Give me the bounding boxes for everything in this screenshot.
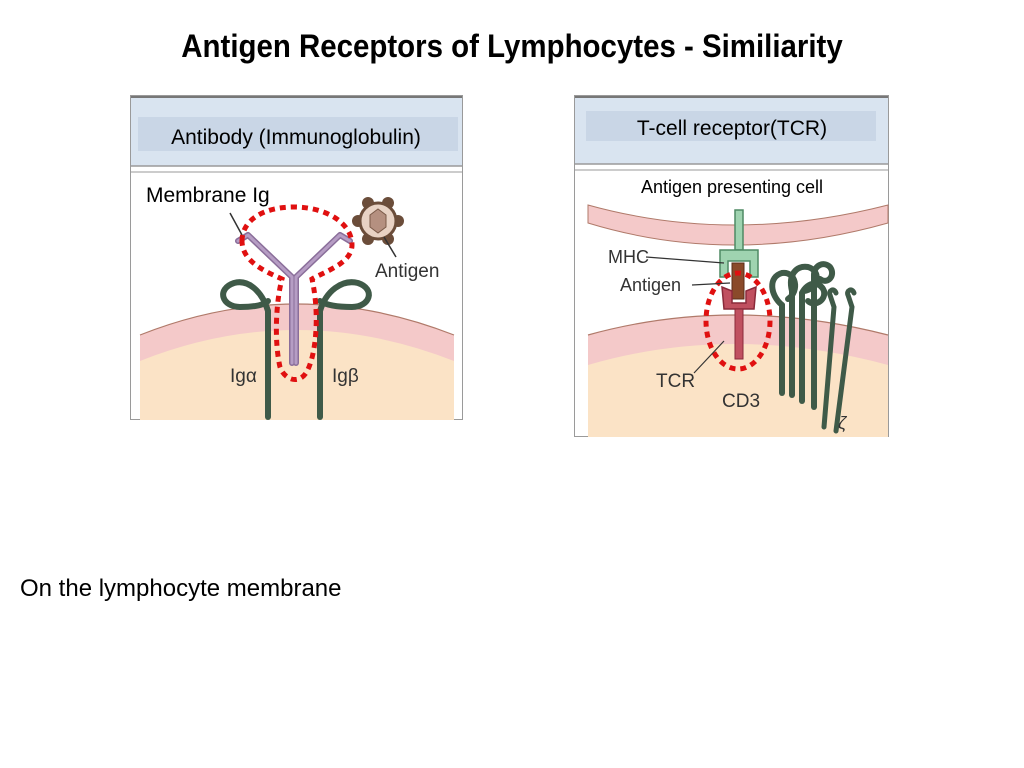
antigen-peptide (731, 262, 745, 300)
highlight-dashed-outline (703, 270, 773, 372)
ig-alpha-chain (220, 279, 271, 420)
mhc-label: MHC (608, 247, 649, 267)
slide-title: Antigen Receptors of Lymphocytes - Simil… (181, 28, 843, 64)
antibody-diagram: Antibody (Immunoglobulin) (130, 95, 463, 420)
antigen-label: Antigen (620, 275, 681, 295)
tcr-header: T-cell receptor(TCR) (637, 117, 827, 140)
apc-label: Antigen presenting cell (641, 177, 823, 197)
tcr-label: TCR (656, 371, 695, 392)
ig-beta-label: Igβ (332, 366, 359, 387)
antigen-label: Antigen (375, 261, 439, 282)
slide-caption: On the lymphocyte membrane (20, 575, 342, 602)
tcr-diagram: T-cell receptor(TCR) Antigen presenting … (574, 95, 889, 437)
antibody-header: Antibody (Immunoglobulin) (171, 126, 421, 149)
cd3-chains (769, 261, 836, 410)
tcr-molecule (721, 285, 757, 360)
zeta-label: ζ (838, 413, 848, 433)
cell-membrane (140, 304, 454, 361)
mhc-molecule (719, 209, 759, 278)
antigen-particle (352, 197, 404, 245)
zeta-chains (821, 287, 857, 434)
ig-alpha-label: Igα (230, 366, 257, 387)
membrane-ig-label: Membrane Ig (146, 184, 270, 207)
cd3-label: CD3 (722, 391, 760, 412)
ig-beta-chain (317, 279, 372, 420)
